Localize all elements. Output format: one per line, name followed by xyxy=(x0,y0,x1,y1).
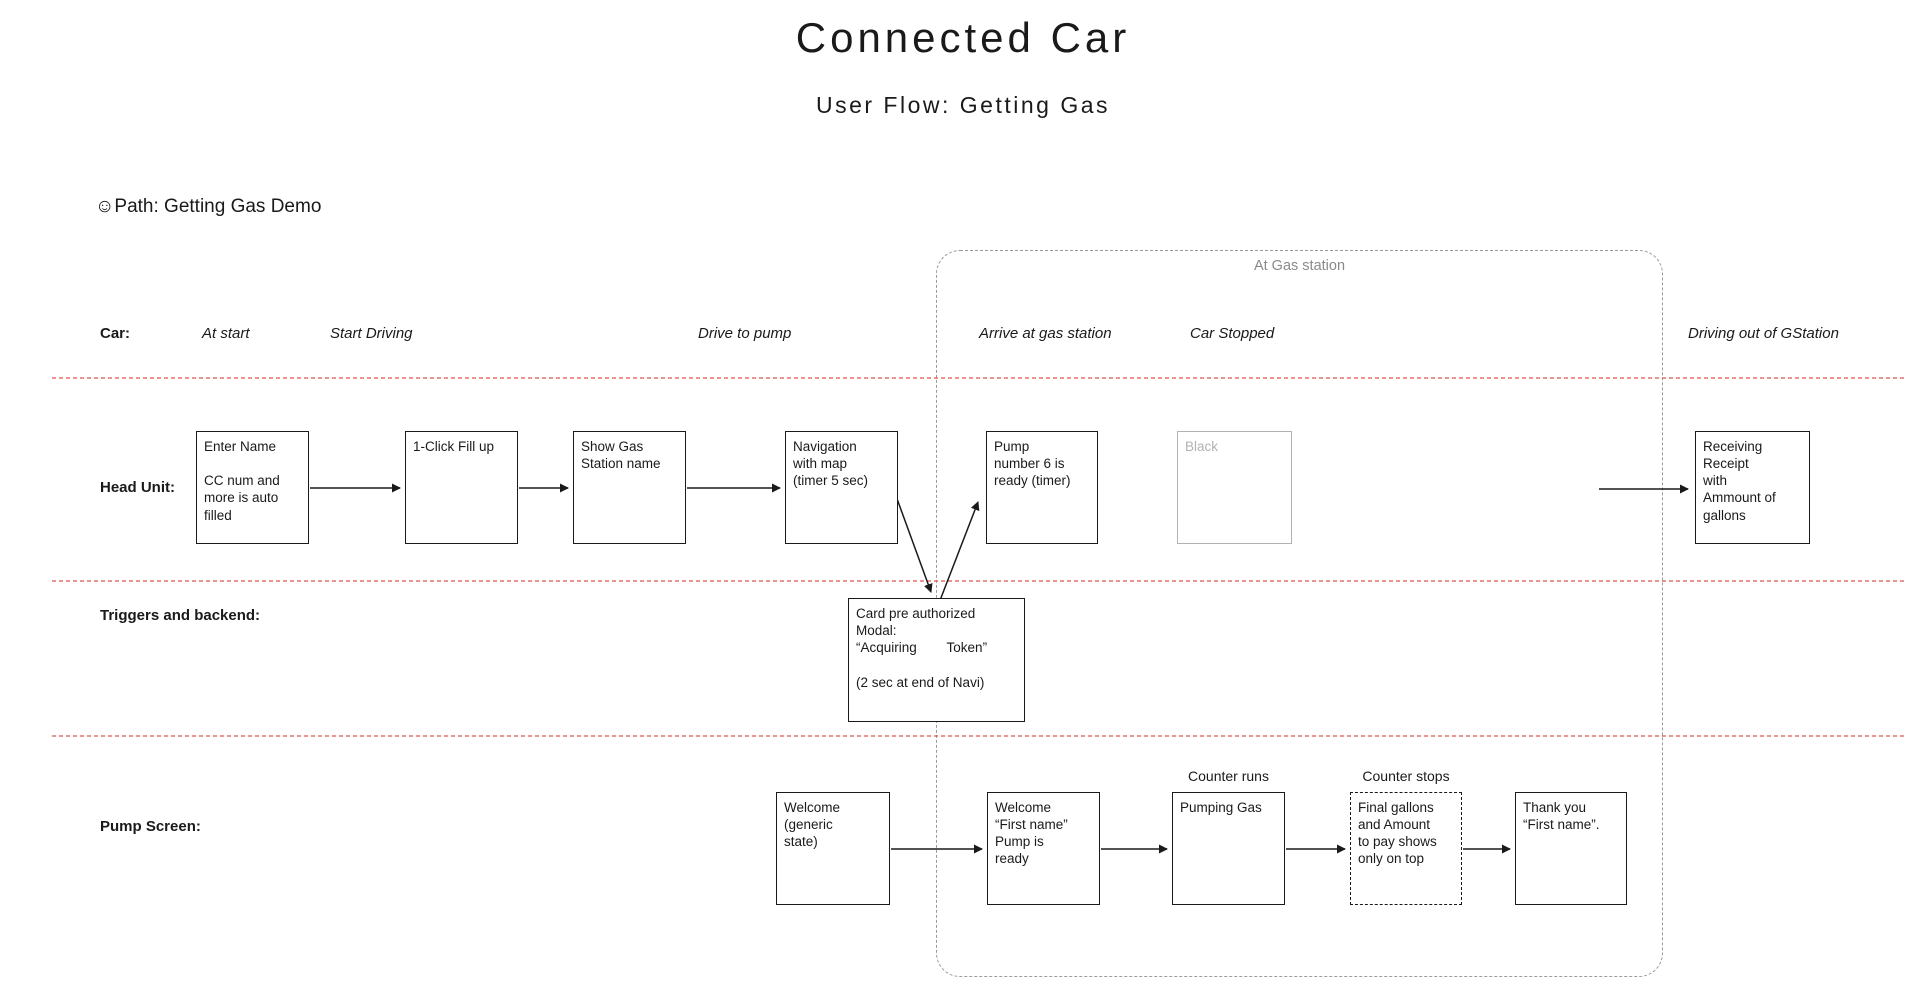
stage-at-start: At start xyxy=(202,325,250,342)
node-welcome-generic: Welcome (generic state) xyxy=(776,792,890,905)
node-card-pre-authorized: Card pre authorized Modal: “Acquiring To… xyxy=(848,598,1025,722)
node-receiving-receipt: Receiving Receipt with Ammount of gallon… xyxy=(1695,431,1810,544)
node-navigation-with-map: Navigation with map (timer 5 sec) xyxy=(785,431,898,544)
diagram-subtitle: User Flow: Getting Gas xyxy=(815,92,1111,118)
stage-arrive-at-gas-station: Arrive at gas station xyxy=(979,325,1112,342)
flow-arrows xyxy=(310,483,1689,854)
gas-station-zone-label: At Gas station xyxy=(1253,258,1346,274)
annotation-counter-runs: Counter runs xyxy=(1188,768,1269,784)
stage-driving-out: Driving out of GStation xyxy=(1688,325,1839,342)
row-label-head-unit: Head Unit: xyxy=(100,479,175,496)
node-black-screen: Black xyxy=(1177,431,1292,544)
diagram-title: Connected Car xyxy=(795,14,1131,61)
node-enter-name: Enter Name CC num and more is auto fille… xyxy=(196,431,309,544)
row-divider-lines xyxy=(52,377,1905,737)
path-label: ☺Path: Getting Gas Demo xyxy=(95,196,322,217)
stage-start-driving: Start Driving xyxy=(330,325,413,342)
stage-drive-to-pump: Drive to pump xyxy=(698,325,792,342)
annotation-counter-stops: Counter stops xyxy=(1362,768,1450,784)
node-one-click-fill-up: 1-Click Fill up xyxy=(405,431,518,544)
stage-car-stopped: Car Stopped xyxy=(1190,325,1275,342)
node-pump-number-ready: Pump number 6 is ready (timer) xyxy=(986,431,1098,544)
node-show-gas-station: Show Gas Station name xyxy=(573,431,686,544)
row-label-triggers: Triggers and backend: xyxy=(100,607,261,624)
node-thank-you: Thank you “First name”. xyxy=(1515,792,1627,905)
node-final-gallons: Final gallons and Amount to pay shows on… xyxy=(1350,792,1462,905)
node-welcome-first-name: Welcome “First name” Pump is ready xyxy=(987,792,1100,905)
row-label-car: Car: xyxy=(100,325,131,342)
node-pumping-gas: Pumping Gas xyxy=(1172,792,1285,905)
row-label-pump-screen: Pump Screen: xyxy=(100,818,201,835)
